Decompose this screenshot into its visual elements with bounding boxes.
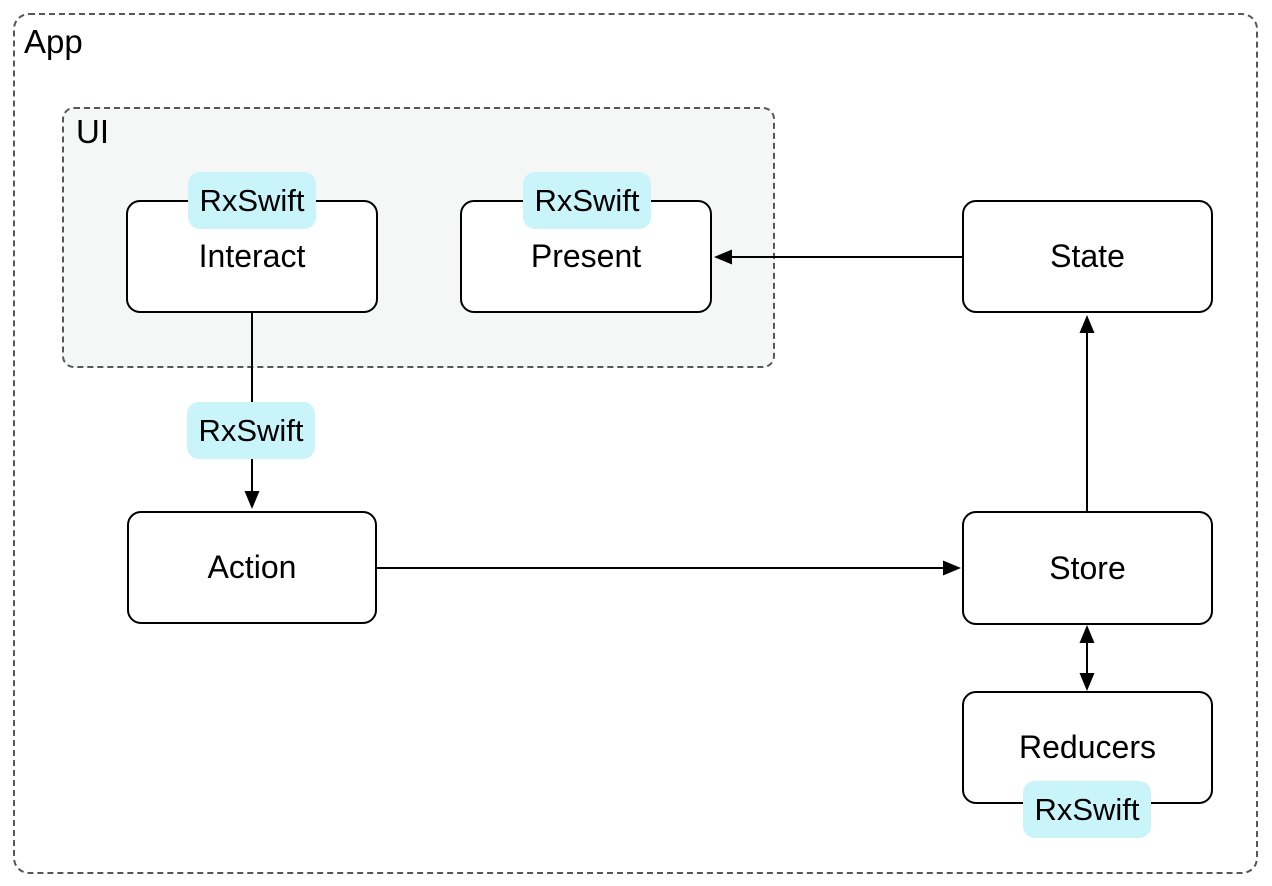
node-action: Action — [127, 511, 377, 624]
node-interact-label: Interact — [198, 238, 306, 274]
node-present: Present — [460, 200, 712, 313]
rxswift-badge-flow: RxSwift — [187, 402, 315, 459]
rxswift-badge-present: RxSwift — [523, 172, 651, 229]
node-state-label: State — [1050, 238, 1125, 274]
node-store: Store — [962, 511, 1213, 625]
ui-container-label: UI — [76, 113, 109, 150]
app-container-label: App — [24, 23, 83, 60]
rxswift-badge-interact: RxSwift — [188, 172, 316, 229]
node-present-label: Present — [530, 238, 642, 274]
rxswift-badge-label: RxSwift — [1034, 791, 1140, 827]
rxswift-badge-reducers: RxSwift — [1023, 781, 1151, 838]
rxswift-badge-label: RxSwift — [534, 182, 640, 218]
node-state: State — [962, 200, 1213, 313]
rxswift-badge-label: RxSwift — [199, 182, 305, 218]
node-store-label: Store — [1049, 549, 1126, 586]
node-reducers-label: Reducers — [1019, 729, 1156, 765]
node-action-label: Action — [207, 549, 297, 585]
rxswift-badge-label: RxSwift — [198, 412, 304, 448]
